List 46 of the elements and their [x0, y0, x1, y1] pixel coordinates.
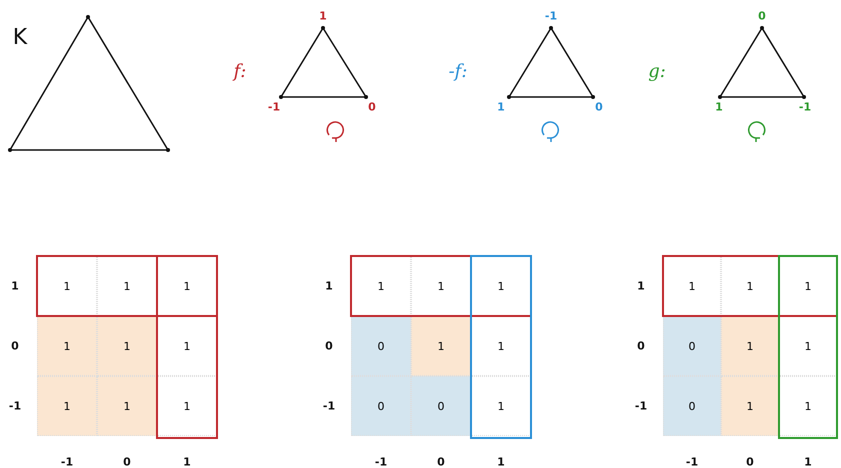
table-cell: 0 — [663, 316, 721, 376]
column-label: 1 — [804, 456, 812, 468]
vertex-label: -1 — [798, 102, 812, 112]
vertex-label: 0 — [595, 102, 603, 112]
row-label: -1 — [634, 400, 648, 412]
table-cell: 1 — [779, 376, 837, 436]
column-label: -1 — [60, 456, 74, 468]
vertex-label: 0 — [368, 102, 376, 112]
function-label: g: — [648, 63, 666, 81]
letter-label: K — [12, 27, 28, 49]
row-label: 1 — [11, 280, 19, 292]
vertex-label: 1 — [715, 102, 723, 112]
column-label: 1 — [183, 456, 191, 468]
table-cell: 0 — [351, 376, 411, 436]
table-cell: 0 — [351, 316, 411, 376]
table-cell: 0 — [663, 376, 721, 436]
column-label: -1 — [374, 456, 388, 468]
row-label: -1 — [8, 400, 22, 412]
row-label: 0 — [325, 340, 333, 352]
function-label: f: — [234, 63, 246, 81]
table-cell: 1 — [37, 376, 97, 436]
table-cell: 1 — [97, 376, 157, 436]
table-cell: 1 — [721, 376, 779, 436]
table-cell: 0 — [411, 376, 471, 436]
column-label: -1 — [686, 456, 698, 468]
row-label: 1 — [325, 280, 333, 292]
table-cell: 1 — [37, 316, 97, 376]
vertex-label: -1 — [268, 102, 280, 112]
vertex-label: 0 — [758, 10, 766, 22]
row-label: 0 — [637, 340, 645, 352]
table-cell: 1 — [471, 376, 531, 436]
table-cell: 1 — [721, 316, 779, 376]
table-cell: 1 — [97, 316, 157, 376]
column-label: 0 — [746, 456, 754, 468]
vertex-label: -1 — [544, 10, 558, 22]
table-cell: 1 — [157, 376, 217, 436]
column-label: 0 — [437, 456, 445, 468]
row-label: 1 — [637, 280, 645, 292]
row-label: -1 — [322, 400, 336, 412]
function-label: -f: — [448, 63, 468, 81]
row-label: 0 — [11, 340, 19, 352]
column-label: 0 — [123, 456, 131, 468]
vertex-label: 1 — [319, 10, 327, 22]
table-cell: 1 — [411, 316, 471, 376]
vertex-label: 1 — [497, 102, 505, 112]
column-label: 1 — [497, 456, 505, 468]
